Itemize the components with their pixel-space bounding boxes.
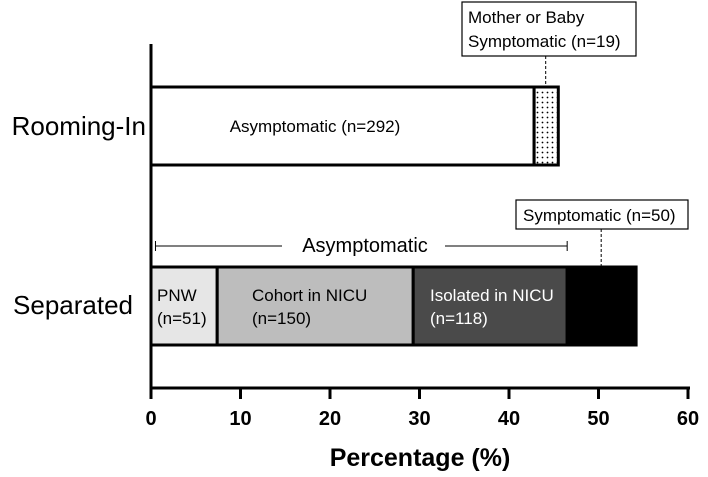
segment-label-cohort-line2: (n=150) bbox=[252, 309, 311, 328]
asymptomatic-bracket bbox=[154, 241, 568, 251]
category-label-rooming-in: Rooming-In bbox=[12, 111, 146, 141]
callout-rooming-line1: Mother or Baby bbox=[468, 8, 585, 27]
bar-segment-separated-3 bbox=[565, 265, 638, 347]
segment-label-rooming-asymptomatic: Asymptomatic (n=292) bbox=[230, 117, 401, 136]
x-tick-label-60: 60 bbox=[677, 408, 699, 430]
bar-segment-separated-0 bbox=[149, 265, 219, 347]
bar-segment-separated-2 bbox=[411, 265, 569, 347]
x-tick-label-20: 20 bbox=[319, 408, 341, 430]
callout-box-separated bbox=[515, 199, 689, 230]
x-axis-ticks: 0 10 20 30 40 50 60 bbox=[145, 388, 699, 430]
x-axis-title: Percentage (%) bbox=[330, 444, 511, 472]
x-tick-label-50: 50 bbox=[587, 408, 609, 430]
segment-label-isolated-line1: Isolated in NICU bbox=[430, 286, 554, 305]
x-tick-label-40: 40 bbox=[498, 408, 520, 430]
segment-label-isolated-line2: (n=118) bbox=[430, 309, 488, 328]
bar-segment-separated-1 bbox=[215, 265, 415, 347]
segment-label-pnw-line1: PNW bbox=[157, 286, 197, 305]
segment-label-pnw-line2: (n=51) bbox=[157, 309, 207, 328]
bar-segment-rooming-in-0 bbox=[149, 85, 536, 167]
callout-box-rooming bbox=[461, 1, 637, 57]
x-tick-label-10: 10 bbox=[229, 408, 251, 430]
bracket-label: Asymptomatic bbox=[302, 235, 428, 257]
x-tick-label-0: 0 bbox=[145, 408, 156, 430]
segment-label-cohort-line1: Cohort in NICU bbox=[252, 286, 367, 305]
bar-segment-rooming-in-1 bbox=[532, 85, 560, 167]
callout-rooming-line2: Symptomatic (n=19) bbox=[468, 32, 621, 51]
category-label-separated: Separated bbox=[13, 290, 133, 320]
x-tick-label-30: 30 bbox=[408, 408, 430, 430]
bars-layer bbox=[149, 85, 638, 347]
callout-separated-text: Symptomatic (n=50) bbox=[523, 206, 676, 225]
